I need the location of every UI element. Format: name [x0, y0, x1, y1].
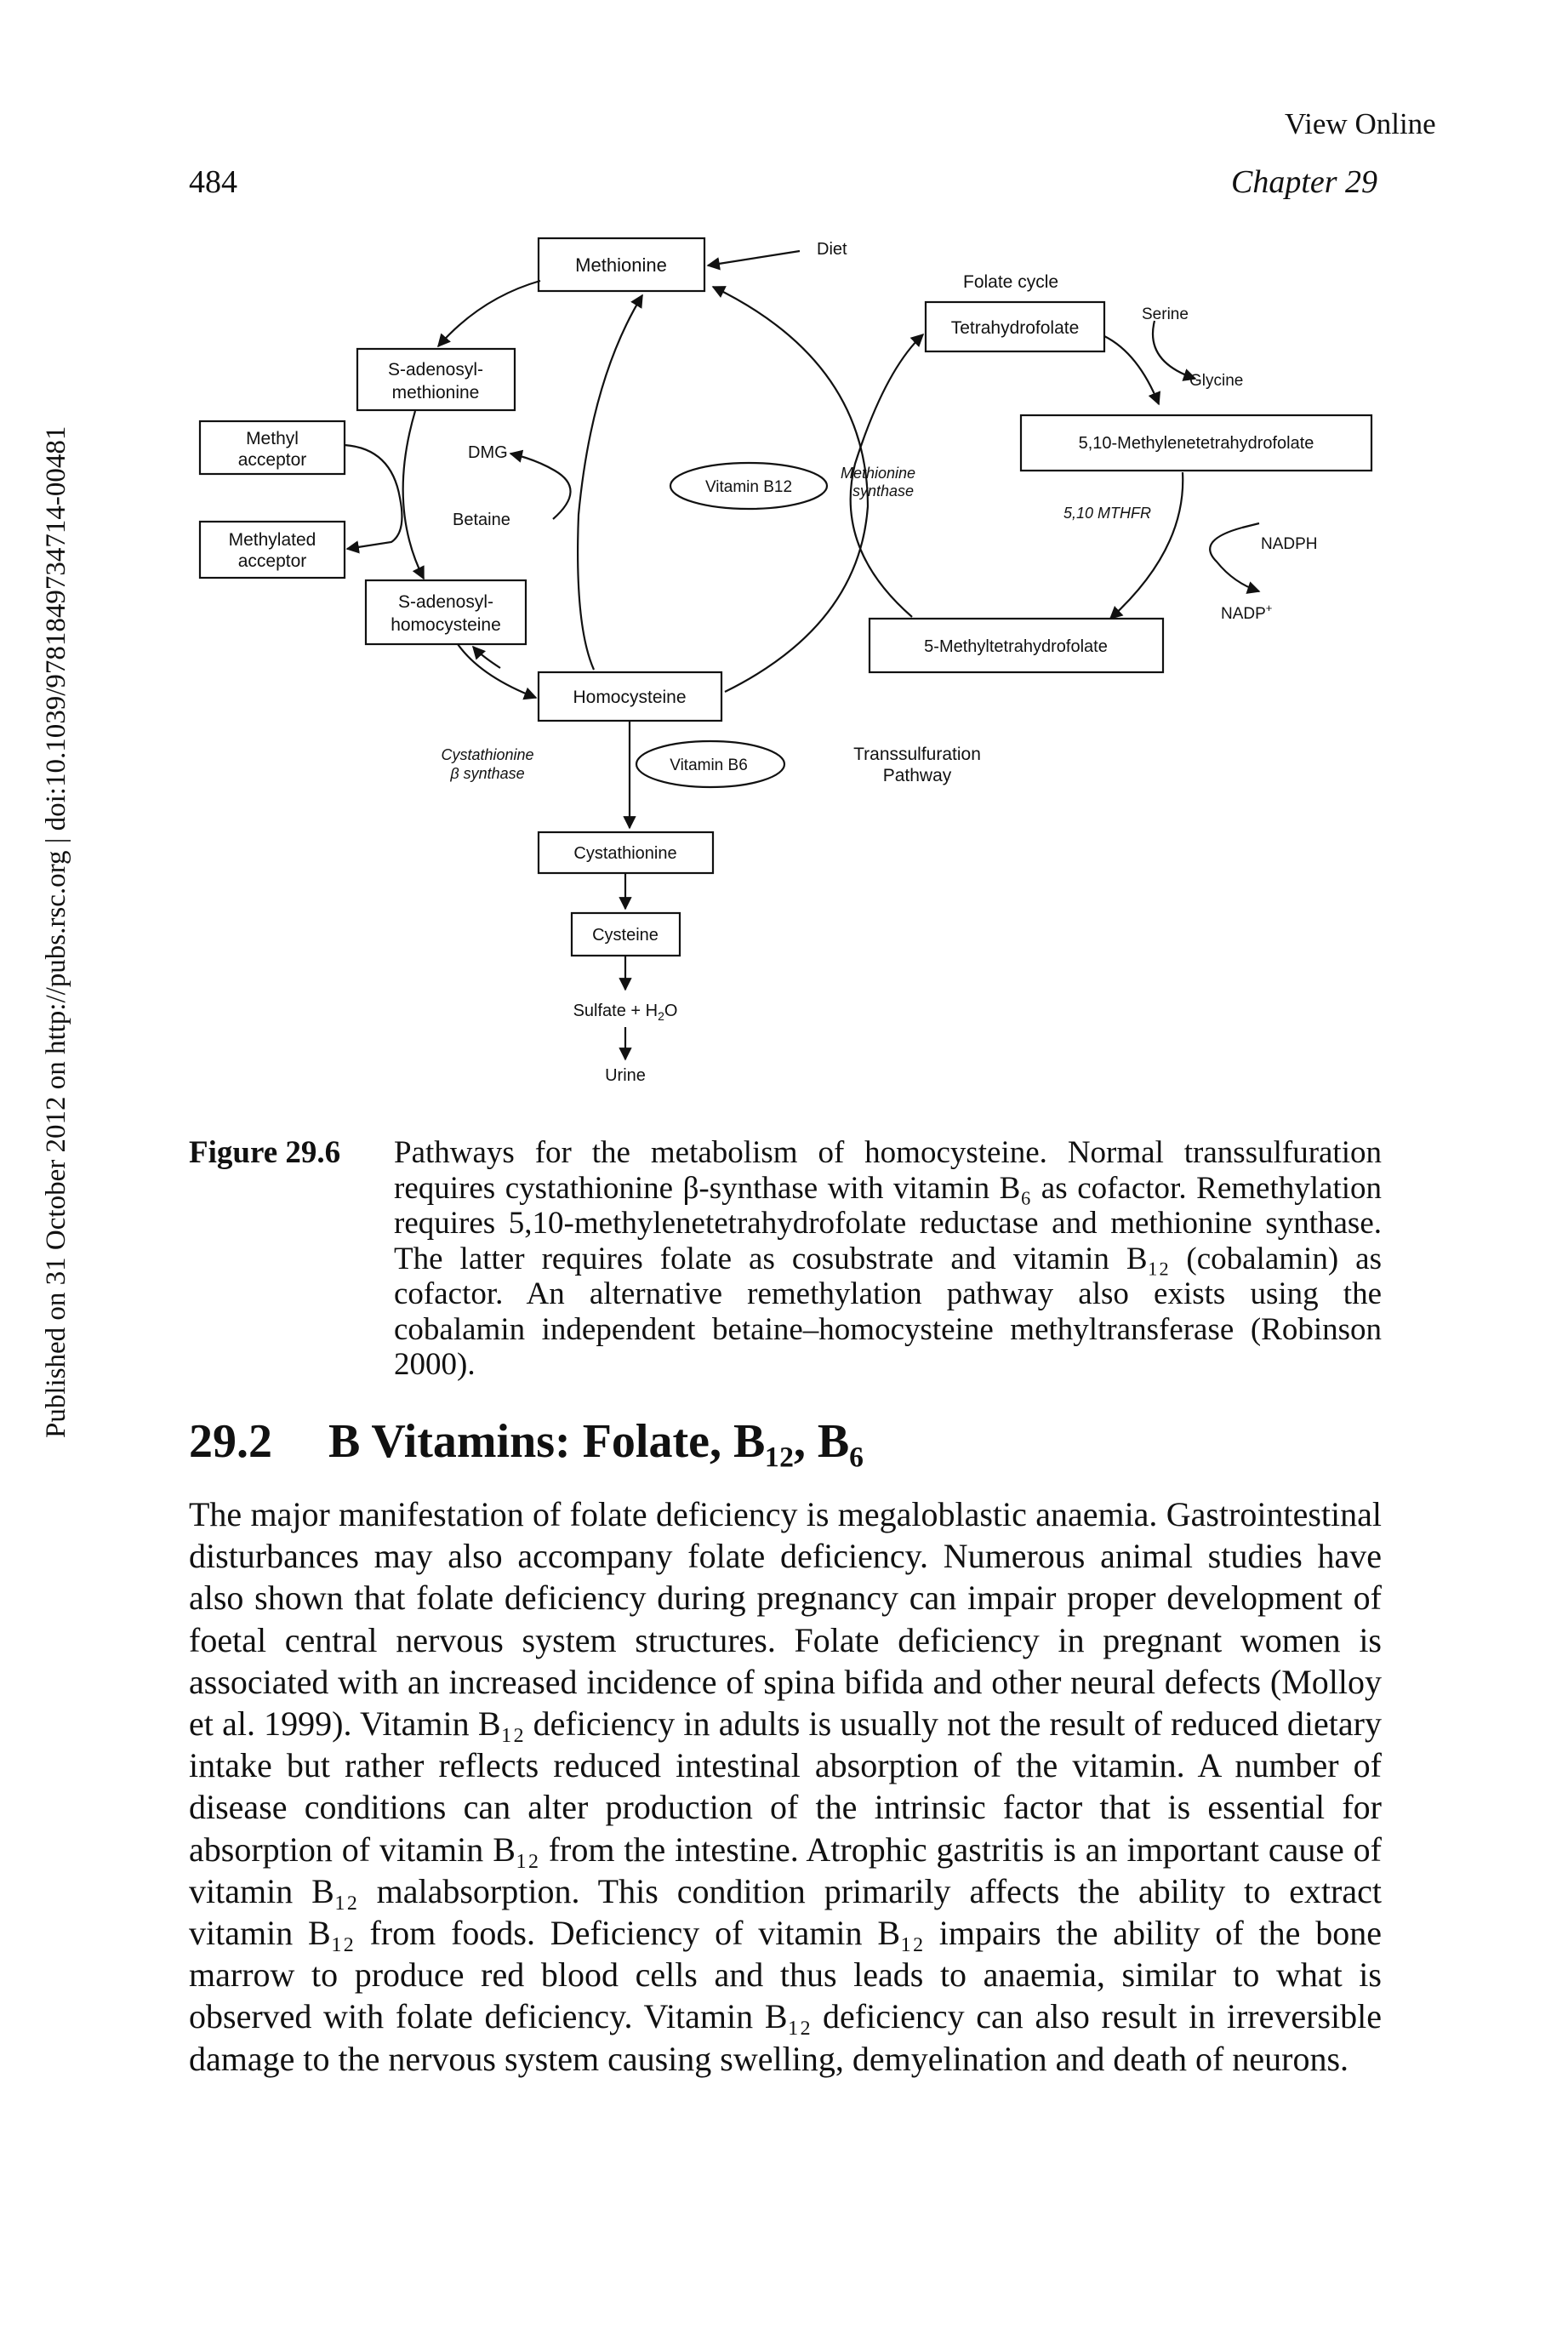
mthf-reductase-substrate-label: 5,10-Methylenetetrahydrofolate: [1079, 434, 1314, 453]
folate-left-arc: [849, 333, 925, 618]
running-head-chapter: Chapter 29: [1231, 164, 1378, 200]
methyl-thf-box: [868, 617, 1165, 674]
methylated-acceptor-label-line1: Methylated: [229, 530, 316, 550]
sam-label-line2: methionine: [392, 383, 480, 402]
methionine-synthase-label-line1: Methionine: [841, 465, 915, 482]
remethylation-right-arc: [711, 286, 870, 693]
sam-label-line1: S-adenosyl-: [388, 360, 483, 380]
sah-box: [364, 579, 527, 646]
pathway-diagram: Methionine Diet Folate cycle Tetrahydrof…: [198, 237, 1373, 1085]
betaine-dmg-loop: [509, 449, 572, 520]
figure-caption-text: Pathways for the metabolism of homocyste…: [394, 1135, 1382, 1382]
thf-to-methylene-arrow: [1103, 335, 1160, 406]
remethylation-left-arc: [577, 294, 643, 671]
methyl-acceptor-label-line2: acceptor: [238, 450, 307, 470]
methionine-to-sam-arrow: [436, 279, 541, 348]
page-number: 484: [189, 164, 237, 200]
mthfr-label: 5,10 MTHFR: [1063, 505, 1151, 522]
section-number: 29.2: [189, 1415, 272, 1468]
homocysteine-label: Homocysteine: [573, 688, 686, 707]
thf-label: Tetrahydrofolate: [951, 318, 1080, 338]
publication-side-note: Published on 31 October 2012 on http://p…: [41, 425, 71, 1438]
nadph-label: NADPH: [1261, 535, 1318, 553]
folate-cycle-label: Folate cycle: [963, 272, 1058, 292]
serine-glycine-line: [1151, 320, 1197, 381]
methionine-box: [537, 237, 706, 293]
betaine-label: Betaine: [453, 511, 510, 529]
diet-arrow: [706, 249, 801, 271]
methionine-synthase-label-line2: synthase: [852, 482, 914, 500]
vitamin-b6-label: Vitamin B6: [670, 756, 748, 774]
thf-box: [924, 300, 1106, 353]
vitamin-b6-ellipse: [635, 739, 786, 789]
nadph-connector: [1241, 522, 1260, 529]
cystathionine-label: Cystathionine: [573, 844, 676, 863]
sah-label-line1: S-adenosyl-: [398, 592, 493, 612]
cbs-label-line1: Cystathionine: [441, 746, 533, 763]
methionine-label: Methionine: [575, 254, 667, 276]
homocysteine-to-sah-arrow: [471, 645, 501, 669]
section-title: B Vitamins: Folate, B₁₂, B₆: [328, 1415, 864, 1468]
vitamin-b12-label: Vitamin B12: [705, 478, 792, 496]
transsulfuration-label-line1: Transsulfuration: [853, 745, 981, 764]
methylene-to-methylthf-arc: [1109, 471, 1184, 620]
nadph-nadp-line: [1209, 526, 1261, 594]
glycine-label: Glycine: [1189, 372, 1243, 390]
body-paragraph: The major manifestation of folate defici…: [189, 1495, 1382, 2078]
cysteine-label: Cysteine: [592, 926, 659, 945]
sam-box: [356, 347, 516, 412]
vitamin-b12-ellipse: [669, 461, 829, 511]
figure-caption-label: Figure 29.6: [189, 1135, 341, 1170]
view-online-link[interactable]: View Online: [1285, 107, 1436, 140]
methylated-acceptor-box: [198, 520, 346, 579]
methyl-acceptor-label-line1: Methyl: [246, 429, 299, 448]
methyl-acceptor-box: [198, 420, 346, 476]
serine-label: Serine: [1142, 305, 1189, 323]
cbs-label-line2: β synthase: [449, 765, 524, 782]
nadp-label: NADP+: [1221, 602, 1272, 623]
sulfate-water-label: Sulfate + H2O: [573, 1002, 678, 1023]
dmg-label: DMG: [468, 443, 508, 462]
mthf-reductase-box: [1019, 414, 1373, 472]
sam-to-sah-line: [402, 410, 425, 580]
urine-label: Urine: [605, 1066, 646, 1085]
methyl-thf-label: 5-Methyltetrahydrofolate: [924, 637, 1108, 656]
homocysteine-pathway-figure: Methionine Diet Folate cycle Tetrahydrof…: [187, 225, 1395, 1119]
sah-to-homocysteine-arrow: [457, 643, 538, 700]
transsulfuration-label-line2: Pathway: [883, 766, 952, 785]
section-heading: 29.2 B Vitamins: Folate, B₁₂, B₆: [189, 1414, 864, 1469]
diet-label: Diet: [817, 240, 847, 259]
methylated-acceptor-label-line2: acceptor: [238, 551, 307, 571]
methyl-acceptor-line: [344, 443, 403, 554]
sah-label-line2: homocysteine: [391, 615, 501, 635]
